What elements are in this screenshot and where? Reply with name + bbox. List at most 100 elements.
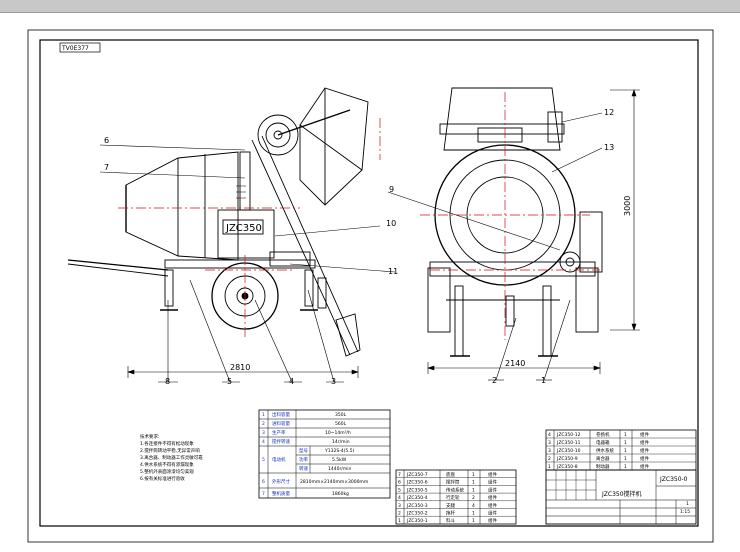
tech-name-3: 生产率: [272, 429, 286, 436]
pl-right-qty: 1: [624, 456, 627, 462]
model-plate-text: JZC350: [225, 223, 262, 234]
tech-table: 1 出料容量 350L 2 进料容量 560L 3 生产率 10~14m³/h …: [258, 409, 391, 499]
pl-left-no: 7: [398, 472, 401, 478]
pl-left-name: 拖杆: [446, 510, 455, 517]
tech-no-3: 3: [262, 430, 265, 436]
note-2: 2.搅拌筒转动平稳,无异常声响: [140, 447, 200, 454]
note-5: 5.整机外表面涂漆均匀美观: [140, 468, 194, 475]
pl-left-code: JZC350-3: [406, 503, 428, 509]
rear-width-dimension: [427, 362, 601, 374]
callout-6: 6: [104, 136, 109, 145]
tech-value-7: 1860kg: [332, 491, 349, 497]
side-length-label: 2810: [230, 363, 250, 372]
pl-right-name: 卷扬机: [596, 431, 610, 438]
note-3: 3.离合器、制动器工作灵敏可靠: [140, 454, 203, 461]
rear-hopper: [443, 87, 561, 151]
parts-list-right: 4 JZC350-12 卷扬机 1 组件 3 JZC350-11 电器箱 1 组…: [545, 429, 697, 471]
pl-right-no: 2: [548, 456, 551, 462]
pl-right-qty: 1: [624, 448, 627, 454]
tech-name-1: 出料容量: [272, 411, 290, 418]
pl-left-mat: 组件: [488, 486, 497, 493]
pl-left-name: 料斗: [446, 517, 455, 524]
pl-right-name: 电器箱: [596, 439, 610, 446]
pl-right-qty: 1: [624, 440, 627, 446]
rear-center-lines: [420, 92, 600, 340]
tech-name-5: 电动机: [272, 456, 286, 463]
support-leg-rear: [304, 269, 314, 307]
side-center-lines: [118, 118, 381, 340]
tech-value-4: 14r/min: [332, 439, 350, 445]
callout-2: 2: [492, 376, 497, 385]
callout-8: 8: [165, 377, 170, 386]
pl-right-code: JZC350-11: [556, 440, 581, 446]
winch-pulley: [257, 114, 299, 156]
pl-left-name: 传动系统: [446, 486, 464, 493]
side-callout-leaders: [99, 144, 396, 383]
pl-left-no: 6: [398, 480, 401, 486]
pl-right-mat: 组件: [640, 439, 649, 446]
tech-no-5: 5: [262, 457, 265, 463]
pl-right-code: JZC350-12: [556, 432, 581, 438]
tech-no-1: 1: [262, 412, 265, 418]
rear-frame: [429, 261, 596, 277]
pl-left-mat: 组件: [488, 510, 497, 517]
tech-name-4: 搅拌转速: [272, 438, 290, 445]
skip-hopper: [299, 87, 369, 206]
pl-left-name: 搅拌筒: [446, 479, 460, 486]
height-label: 3000: [623, 196, 632, 216]
tech-value-6: 2810mm×2140mm×3000mm: [300, 479, 368, 485]
callout-4: 4: [289, 377, 294, 386]
tech-no-2: 2: [262, 421, 265, 427]
rear-callout-leaders: [387, 112, 603, 381]
pl-right-code: JZC350-10: [556, 448, 581, 454]
callout-7: 7: [104, 163, 109, 172]
callout-3: 3: [331, 377, 336, 386]
pl-right-no: 3: [548, 448, 551, 454]
window-top-bar: [0, 0, 740, 13]
pl-left-qty: 1: [472, 518, 475, 524]
pl-right-no: 4: [548, 432, 551, 438]
callout-13: 13: [604, 143, 614, 152]
callout-10: 10: [386, 219, 396, 228]
rear-view: [427, 87, 603, 357]
side-view: [67, 87, 369, 357]
tech-value-5c: 1440r/min: [328, 466, 351, 472]
pl-left-no: 4: [398, 495, 401, 501]
pl-left-mat: 组件: [488, 471, 497, 478]
tech-value-5b: 5.5kW: [332, 457, 347, 463]
support-leg-front: [164, 269, 174, 307]
pl-right-code: JZC350-8: [556, 464, 578, 470]
rear-motor: [559, 251, 581, 273]
tech-no-7: 7: [262, 491, 265, 497]
sheet-outer-border: [27, 29, 714, 543]
pl-left-no: 5: [398, 487, 401, 493]
pl-right-mat: 组件: [640, 455, 649, 462]
model-plate: [222, 219, 264, 235]
pl-left-qty: 2: [472, 495, 475, 501]
note-4: 4.供水系统不得有渗漏现象: [140, 461, 194, 468]
tech-value-2: 560L: [335, 421, 347, 427]
pl-left-qty: 1: [472, 472, 475, 478]
title-drawing-no: JZC350-0: [659, 476, 688, 483]
tech-name-6: 外形尺寸: [272, 478, 290, 485]
pl-right-name: 制动器: [596, 463, 610, 470]
callout-1: 1: [541, 376, 546, 385]
height-dimension: [610, 89, 640, 331]
corner-stamp: TV0E377: [59, 42, 101, 53]
callout-9: 9: [389, 185, 394, 194]
pl-right-name: 离合器: [596, 455, 610, 462]
pl-right-mat: 组件: [640, 447, 649, 454]
pl-left-name: 底盘: [446, 471, 455, 478]
side-length-dimension: [127, 366, 359, 378]
pl-right-mat: 组件: [640, 463, 649, 470]
rear-width-label: 2140: [505, 359, 525, 368]
callout-12: 12: [604, 108, 614, 117]
pl-left-no: 3: [398, 503, 401, 509]
pl-left-mat: 组件: [488, 494, 497, 501]
pl-right-qty: 1: [624, 464, 627, 470]
pl-right-no: 1: [548, 464, 551, 470]
pl-right-no: 3: [548, 440, 551, 446]
title-block: JZC350搅拌机 JZC350-0 1:15 1: [545, 469, 697, 525]
pl-left-qty: 1: [472, 480, 475, 486]
